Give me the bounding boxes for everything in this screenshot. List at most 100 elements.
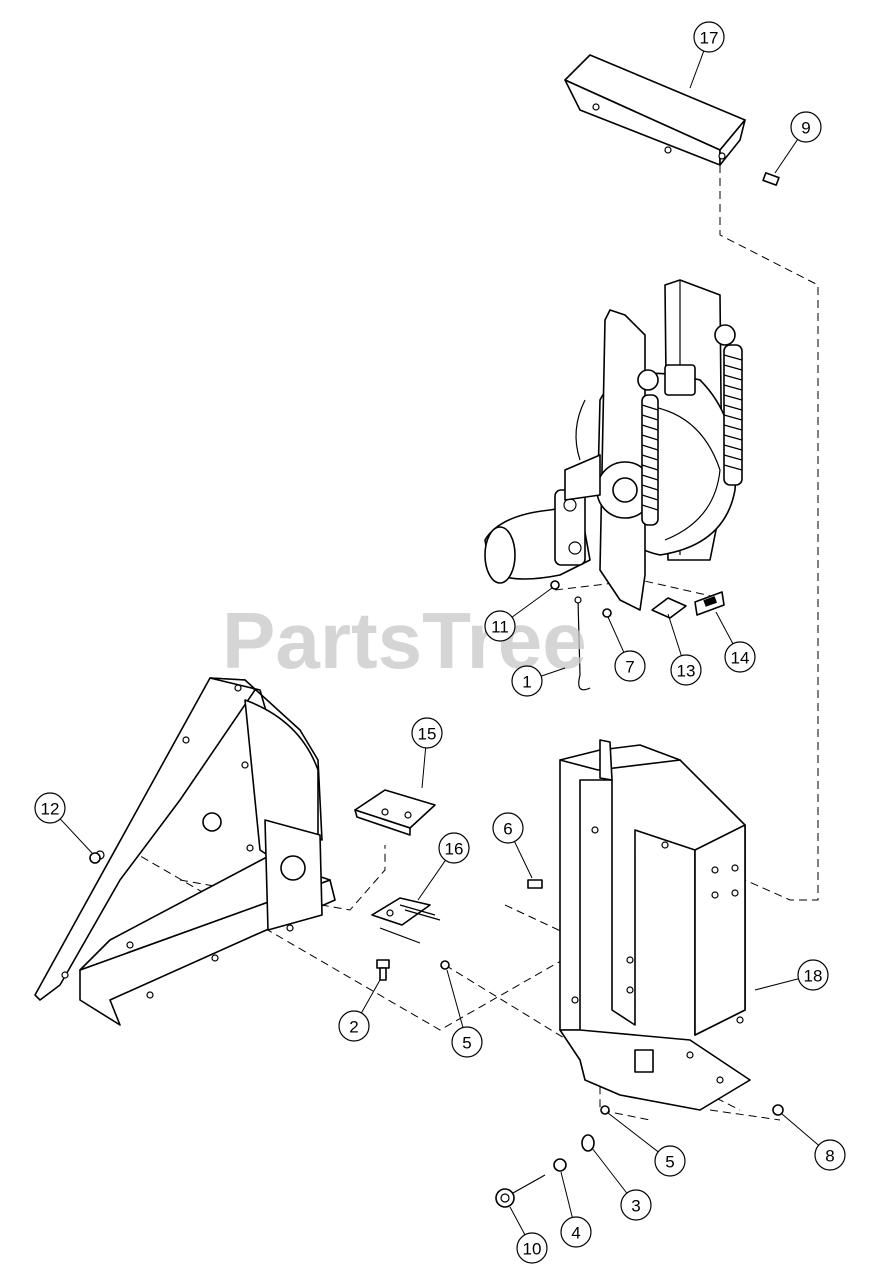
callout-circle [797, 959, 829, 991]
wire-part [574, 596, 591, 691]
washer-part [772, 1104, 784, 1116]
callout-circle [338, 1010, 370, 1042]
top-cover-part [564, 54, 746, 166]
callout-number: 5 [462, 1034, 471, 1053]
leader-line [774, 139, 799, 174]
callout-3: 3 [591, 1147, 652, 1221]
leader-line [667, 613, 682, 656]
callout-16: 16 [417, 832, 470, 901]
callout-number: 13 [677, 662, 696, 681]
callout-circle [614, 650, 646, 682]
callout-circle [411, 717, 443, 749]
nut-part [550, 580, 560, 590]
callout-9: 9 [774, 111, 822, 174]
plate-part [354, 789, 436, 836]
housing-part [559, 739, 751, 1111]
callout-number: 1 [522, 673, 531, 692]
leader-line [446, 969, 464, 1028]
callout-number: 5 [665, 1153, 674, 1172]
callout-circle [814, 1139, 846, 1171]
callout-13: 13 [667, 613, 702, 686]
callout-circle [693, 21, 725, 53]
callout-circle [670, 654, 702, 686]
callout-18: 18 [754, 959, 829, 991]
leader-line [689, 50, 705, 89]
callout-circle [560, 1216, 592, 1248]
leader-line [421, 747, 427, 789]
screw-part [762, 172, 780, 186]
nut-part [89, 852, 101, 864]
callout-number: 7 [625, 658, 634, 677]
callout-number: 6 [503, 820, 512, 839]
callout-number: 9 [801, 119, 810, 138]
callout-number: 18 [804, 967, 823, 986]
callout-number: 15 [418, 725, 437, 744]
washer-part [602, 608, 612, 618]
leader-line [781, 1113, 819, 1146]
callout-circle [492, 812, 524, 844]
label-plate-part [694, 591, 725, 616]
callout-12: 12 [34, 792, 93, 854]
callout-number: 11 [491, 618, 509, 637]
leader-line [607, 1112, 659, 1153]
motor-assembly-part [484, 279, 743, 611]
callout-number: 4 [571, 1224, 580, 1243]
callout-circle [790, 111, 822, 143]
nut-part [440, 960, 450, 970]
spring-part [714, 324, 743, 486]
callout-number: 2 [349, 1018, 358, 1037]
leader-line [715, 611, 734, 645]
callout-circle [516, 1232, 548, 1264]
screw-part [527, 879, 543, 889]
hinge-part [371, 897, 441, 944]
eye-bolt-part [495, 1174, 546, 1208]
clip-part [651, 597, 687, 619]
leader-line [360, 979, 381, 1014]
bolt-part [376, 959, 390, 981]
callout-number: 16 [445, 840, 464, 859]
leader-line [59, 818, 93, 854]
callout-circle [620, 1189, 652, 1221]
callout-17: 17 [689, 21, 725, 89]
callout-circle [34, 792, 66, 824]
leader-line [417, 860, 446, 901]
callout-number: 3 [631, 1197, 640, 1216]
callout-circle [511, 665, 543, 697]
nut-part [600, 1105, 610, 1115]
leader-line [541, 667, 566, 677]
callout-11: 11 [484, 587, 553, 642]
callout-8: 8 [781, 1113, 846, 1171]
callout-5b: 5 [607, 1112, 686, 1177]
leader-line [514, 841, 533, 879]
callout-circle [484, 610, 516, 642]
leader-line [754, 978, 799, 991]
nut-part [553, 1158, 567, 1172]
washer-part [581, 1134, 595, 1152]
callout-circle [438, 832, 470, 864]
callout-circle [451, 1026, 483, 1058]
callout-number: 14 [731, 649, 750, 668]
callout-15: 15 [411, 717, 443, 789]
callout-5a: 5 [446, 969, 483, 1058]
callout-number: 10 [523, 1240, 542, 1259]
callout-14: 14 [715, 611, 756, 673]
callout-2: 2 [338, 979, 381, 1042]
leader-line [509, 1206, 526, 1236]
callout-number: 8 [825, 1147, 834, 1166]
callout-10: 10 [509, 1206, 548, 1264]
leader-line [607, 616, 625, 653]
leader-line [591, 1147, 628, 1194]
callout-6: 6 [492, 812, 533, 879]
callout-circle [724, 641, 756, 673]
callout-number: 12 [41, 800, 60, 819]
callout-1: 1 [511, 665, 566, 697]
callout-7: 7 [607, 616, 646, 682]
leader-line [560, 1171, 573, 1218]
callout-number: 17 [700, 29, 719, 48]
spring-part [637, 369, 659, 526]
callout-circle [654, 1145, 686, 1177]
leader-line [511, 587, 553, 618]
left-frame-part [34, 677, 336, 1026]
